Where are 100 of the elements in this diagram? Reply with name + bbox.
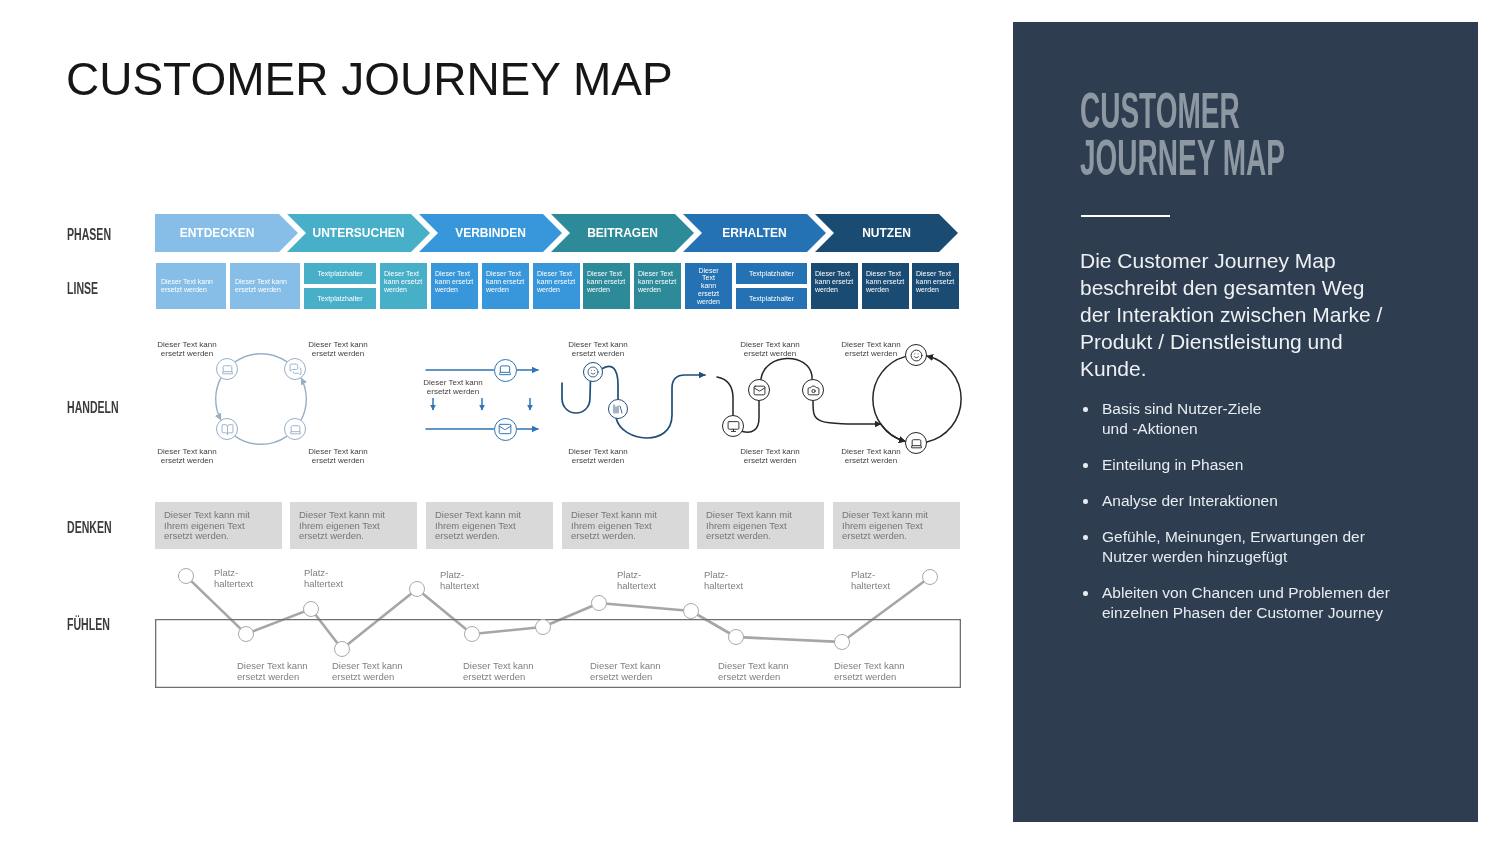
chart-point	[334, 641, 350, 657]
phase-label: ERHALTEN	[722, 226, 787, 240]
phase-banner	[815, 214, 958, 252]
connector-line	[549, 604, 593, 626]
connector-line	[605, 602, 685, 612]
placeholder-text: Platz- haltertext	[704, 569, 745, 591]
feeling-note: Dieser Text kann ersetzt werden	[332, 660, 404, 682]
thought-card	[426, 502, 553, 549]
connector-line	[421, 592, 468, 631]
placeholder-text: Platz- haltertext	[214, 567, 255, 589]
connector-line	[760, 357, 813, 380]
connector-line	[252, 610, 305, 633]
lens-card	[862, 263, 909, 309]
connector-line	[847, 580, 925, 639]
connector-line	[234, 435, 288, 445]
lens-card	[583, 263, 630, 309]
placeholder-text: Platz- haltertext	[851, 569, 892, 591]
feeling-note: Dieser Text kann ersetzt werden	[718, 660, 790, 682]
chart-point	[922, 569, 938, 585]
lens-card	[685, 263, 732, 309]
feeling-note: Dieser Text kann ersetzt werden	[834, 660, 906, 682]
chart-point	[238, 626, 254, 642]
bullet-text: Analyse der Interaktionen	[1102, 491, 1279, 511]
connector-arrow	[300, 377, 307, 421]
caption-text: Dieser Text kann ersetzt werden	[840, 447, 902, 465]
phase-banner	[287, 214, 430, 252]
thought-text: Dieser Text kann mit Ihrem eigenen Text ersetzt werden.	[842, 510, 929, 542]
panel-description: Die Customer Journey Map beschreibt den gesamten Weg der Interaktion zwischen Marke / Produkt / Dienstleistung und Kunde.	[1080, 248, 1384, 382]
bullet-text: Gefühle, Meinungen, Erwartungen der Nutzer werden hinzugefügt	[1102, 527, 1366, 567]
connector-line	[561, 380, 592, 414]
connector-arrow	[515, 425, 539, 433]
connector-arrow	[926, 354, 962, 443]
row-heading: DENKEN	[67, 519, 112, 537]
row-heading: LINSE	[67, 280, 99, 298]
connector-line	[742, 636, 836, 643]
connector-line	[696, 613, 731, 635]
caption-text: Dieser Text kann ersetzt werden	[156, 340, 218, 358]
connector-line	[346, 592, 413, 646]
phase-banner	[551, 214, 694, 252]
thought-card	[833, 502, 960, 549]
caption-text: Dieser Text kann ersetzt werden	[307, 340, 369, 358]
lens-card	[736, 288, 807, 309]
panel-title: CUSTOMER JOURNEY MAP	[1080, 88, 1286, 182]
caption-text: Dieser Text kann ersetzt werden	[156, 447, 218, 465]
phase-banner	[419, 214, 562, 252]
connector-line	[601, 365, 619, 400]
phase-label: NUTZEN	[862, 226, 911, 240]
caption-text: Dieser Text kann ersetzt werden	[739, 447, 801, 465]
icon-circle	[493, 417, 517, 441]
bullet-text: Einteilung in Phasen	[1102, 455, 1245, 475]
lens-card	[431, 263, 478, 309]
connector-line	[716, 376, 734, 416]
thought-text: Dieser Text kann mit Ihrem eigenen Text ersetzt werden.	[706, 510, 793, 542]
thought-text: Dieser Text kann mit Ihrem eigenen Text ersetzt werden.	[435, 510, 522, 542]
thought-card	[562, 502, 689, 549]
lens-card	[533, 263, 580, 309]
thought-text: Dieser Text kann mit Ihrem eigenen Text ersetzt werden.	[571, 510, 658, 542]
feelings-frame	[155, 619, 961, 688]
thought-card	[290, 502, 417, 549]
placeholder-text: Platz- haltertext	[304, 567, 345, 589]
thought-card	[155, 502, 282, 549]
connector-arrow	[515, 366, 539, 374]
lens-card	[230, 263, 300, 309]
placeholder-text: Platz- haltertext	[617, 569, 658, 591]
note-text: Dieser Text kann ersetzt werden	[739, 340, 801, 358]
connector-line	[478, 626, 537, 635]
caption-text: Dieser Text kann ersetzt werden	[422, 378, 484, 396]
lens-card	[811, 263, 858, 309]
chart-point	[464, 626, 480, 642]
chart-point	[728, 629, 744, 645]
lens-card	[156, 263, 226, 309]
chart-point	[178, 568, 194, 584]
row-heading: PHASEN	[67, 226, 111, 244]
phase-label: ENTDECKEN	[179, 226, 255, 240]
bullet-text: Ableiten von Chancen und Problemen der einzelnen Phasen der Customer Journey	[1102, 583, 1391, 623]
phase-label: VERBINDEN	[455, 226, 526, 240]
bullet-text: Basis sind Nutzer-Ziele und -Aktionen	[1102, 399, 1263, 439]
caption-text: Dieser Text kann ersetzt werden	[567, 340, 629, 358]
row-heading: FÜHLEN	[67, 616, 110, 634]
feeling-note: Dieser Text kann ersetzt werden	[237, 660, 309, 682]
connector-line	[314, 614, 339, 644]
chart-point	[834, 634, 850, 650]
chart-point	[409, 581, 425, 597]
chart-point	[535, 619, 551, 635]
thought-card	[697, 502, 824, 549]
lens-card	[482, 263, 529, 309]
phase-label: UNTERSUCHEN	[312, 226, 405, 240]
connector-line	[234, 353, 288, 363]
phase-banner	[683, 214, 826, 252]
lens-card	[380, 263, 427, 309]
lens-card	[634, 263, 681, 309]
connector-line	[425, 369, 495, 371]
icon-circle	[493, 358, 517, 382]
feeling-note: Dieser Text kann ersetzt werden	[463, 660, 535, 682]
chart-point	[591, 595, 607, 611]
connector-line	[741, 400, 760, 433]
phase-banner	[155, 214, 298, 252]
lens-card	[304, 288, 376, 309]
lens-card	[736, 263, 807, 284]
row-heading: HANDELN	[67, 399, 119, 417]
